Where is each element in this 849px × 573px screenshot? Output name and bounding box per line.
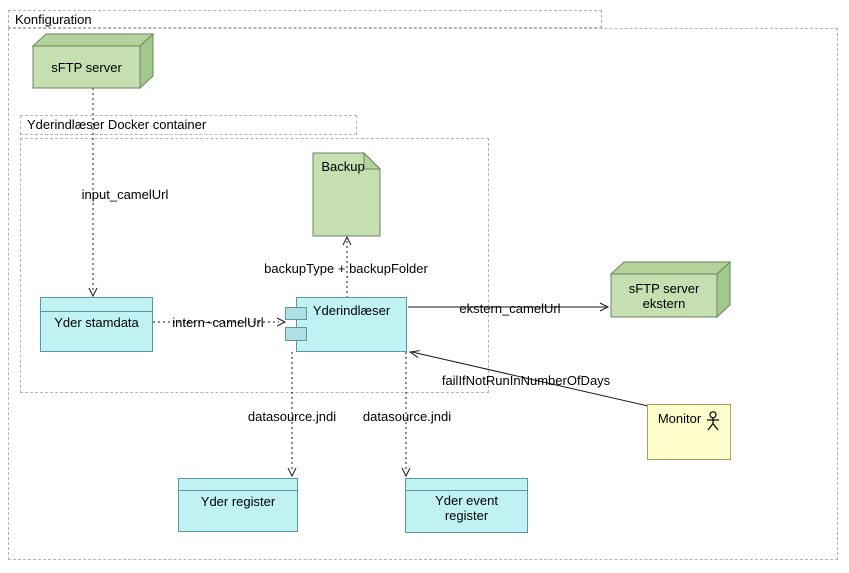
edge-label-backuptype: backupType + backupFolder bbox=[264, 261, 428, 276]
edge-label-ekstern-camelurl: ekstern_camelUrl bbox=[459, 301, 561, 316]
package-docker-container-body bbox=[20, 138, 489, 393]
backup-label: Backup bbox=[321, 158, 365, 174]
node-yder-register: Yder register bbox=[178, 478, 298, 532]
sftp-server-ekstern-label-line1: sFTP server bbox=[628, 280, 700, 296]
edge-label-input-camelurl: input_camelUrl bbox=[81, 187, 169, 202]
sftp-server-ekstern-label-line2: ekstern bbox=[642, 295, 686, 311]
yder-register-label: Yder register bbox=[200, 494, 276, 509]
actor-icon bbox=[707, 411, 720, 431]
monitor-label: Monitor bbox=[657, 411, 702, 426]
package-docker-container-tab: Yderindlæser Docker container bbox=[20, 115, 357, 135]
node-monitor: Monitor bbox=[647, 404, 731, 460]
package-konfiguration-label: Konfiguration bbox=[15, 12, 92, 27]
sftp-server-label: sFTP server bbox=[51, 59, 122, 75]
yder-stamdata-label: Yder stamdata bbox=[54, 315, 139, 330]
yder-event-register-header-compartment bbox=[406, 479, 527, 491]
package-docker-container-label: Yderindlæser Docker container bbox=[27, 117, 207, 132]
edge-intern-camelurl-arrowhead bbox=[276, 317, 287, 327]
edge-label-datasource-right: datasource.jndi bbox=[362, 409, 452, 424]
edge-label-datasource-left: datasource.jndi bbox=[247, 409, 337, 424]
yder-register-header-compartment bbox=[179, 479, 297, 491]
component-port-bottom bbox=[285, 327, 307, 341]
sftp-server-shape bbox=[31, 32, 155, 90]
folded-corner bbox=[363, 152, 382, 170]
edge-failifnotrun-line bbox=[411, 351, 649, 407]
edge-label-intern-camelurl: intern~camelUrl bbox=[172, 315, 264, 330]
node-yderindlaeser: Yderindlæser bbox=[296, 297, 407, 352]
yder-event-register-label-line2: register bbox=[444, 508, 489, 523]
node-yder-event-register: Yder event register bbox=[405, 478, 528, 533]
package-konfiguration-tab: Konfiguration bbox=[8, 10, 602, 28]
yder-event-register-label-line1: Yder event bbox=[435, 493, 498, 508]
sftp-server-ekstern-label: sFTP server ekstern bbox=[611, 274, 717, 317]
component-port-top bbox=[285, 307, 307, 320]
node-yder-stamdata: Yder stamdata bbox=[40, 297, 153, 352]
yder-stamdata-header-compartment bbox=[41, 298, 152, 312]
yder-event-register-label: Yder event register bbox=[406, 491, 527, 523]
edge-input-camelurl-arrowhead bbox=[88, 287, 98, 298]
sftp-server-ekstern-shape bbox=[609, 260, 732, 318]
edge-failifnotrun-arrowhead bbox=[408, 350, 420, 358]
node-sftp-server: sFTP server bbox=[28, 32, 156, 90]
node-backup: Backup bbox=[312, 152, 382, 237]
package-konfiguration-body bbox=[8, 28, 838, 560]
node-sftp-server-ekstern: sFTP server ekstern bbox=[608, 256, 734, 318]
edge-label-failifnotrun: failIfNotRunInNumberOfDays bbox=[441, 373, 611, 388]
edge-datasource-right-arrowhead bbox=[401, 467, 411, 478]
yderindlaeser-label: Yderindlæser bbox=[312, 303, 391, 318]
backup-shape bbox=[312, 152, 382, 237]
edge-datasource-left-arrowhead bbox=[287, 467, 297, 478]
edge-backuptype-arrowhead bbox=[342, 235, 352, 246]
edge-ekstern-camelurl-arrowhead bbox=[599, 302, 610, 312]
